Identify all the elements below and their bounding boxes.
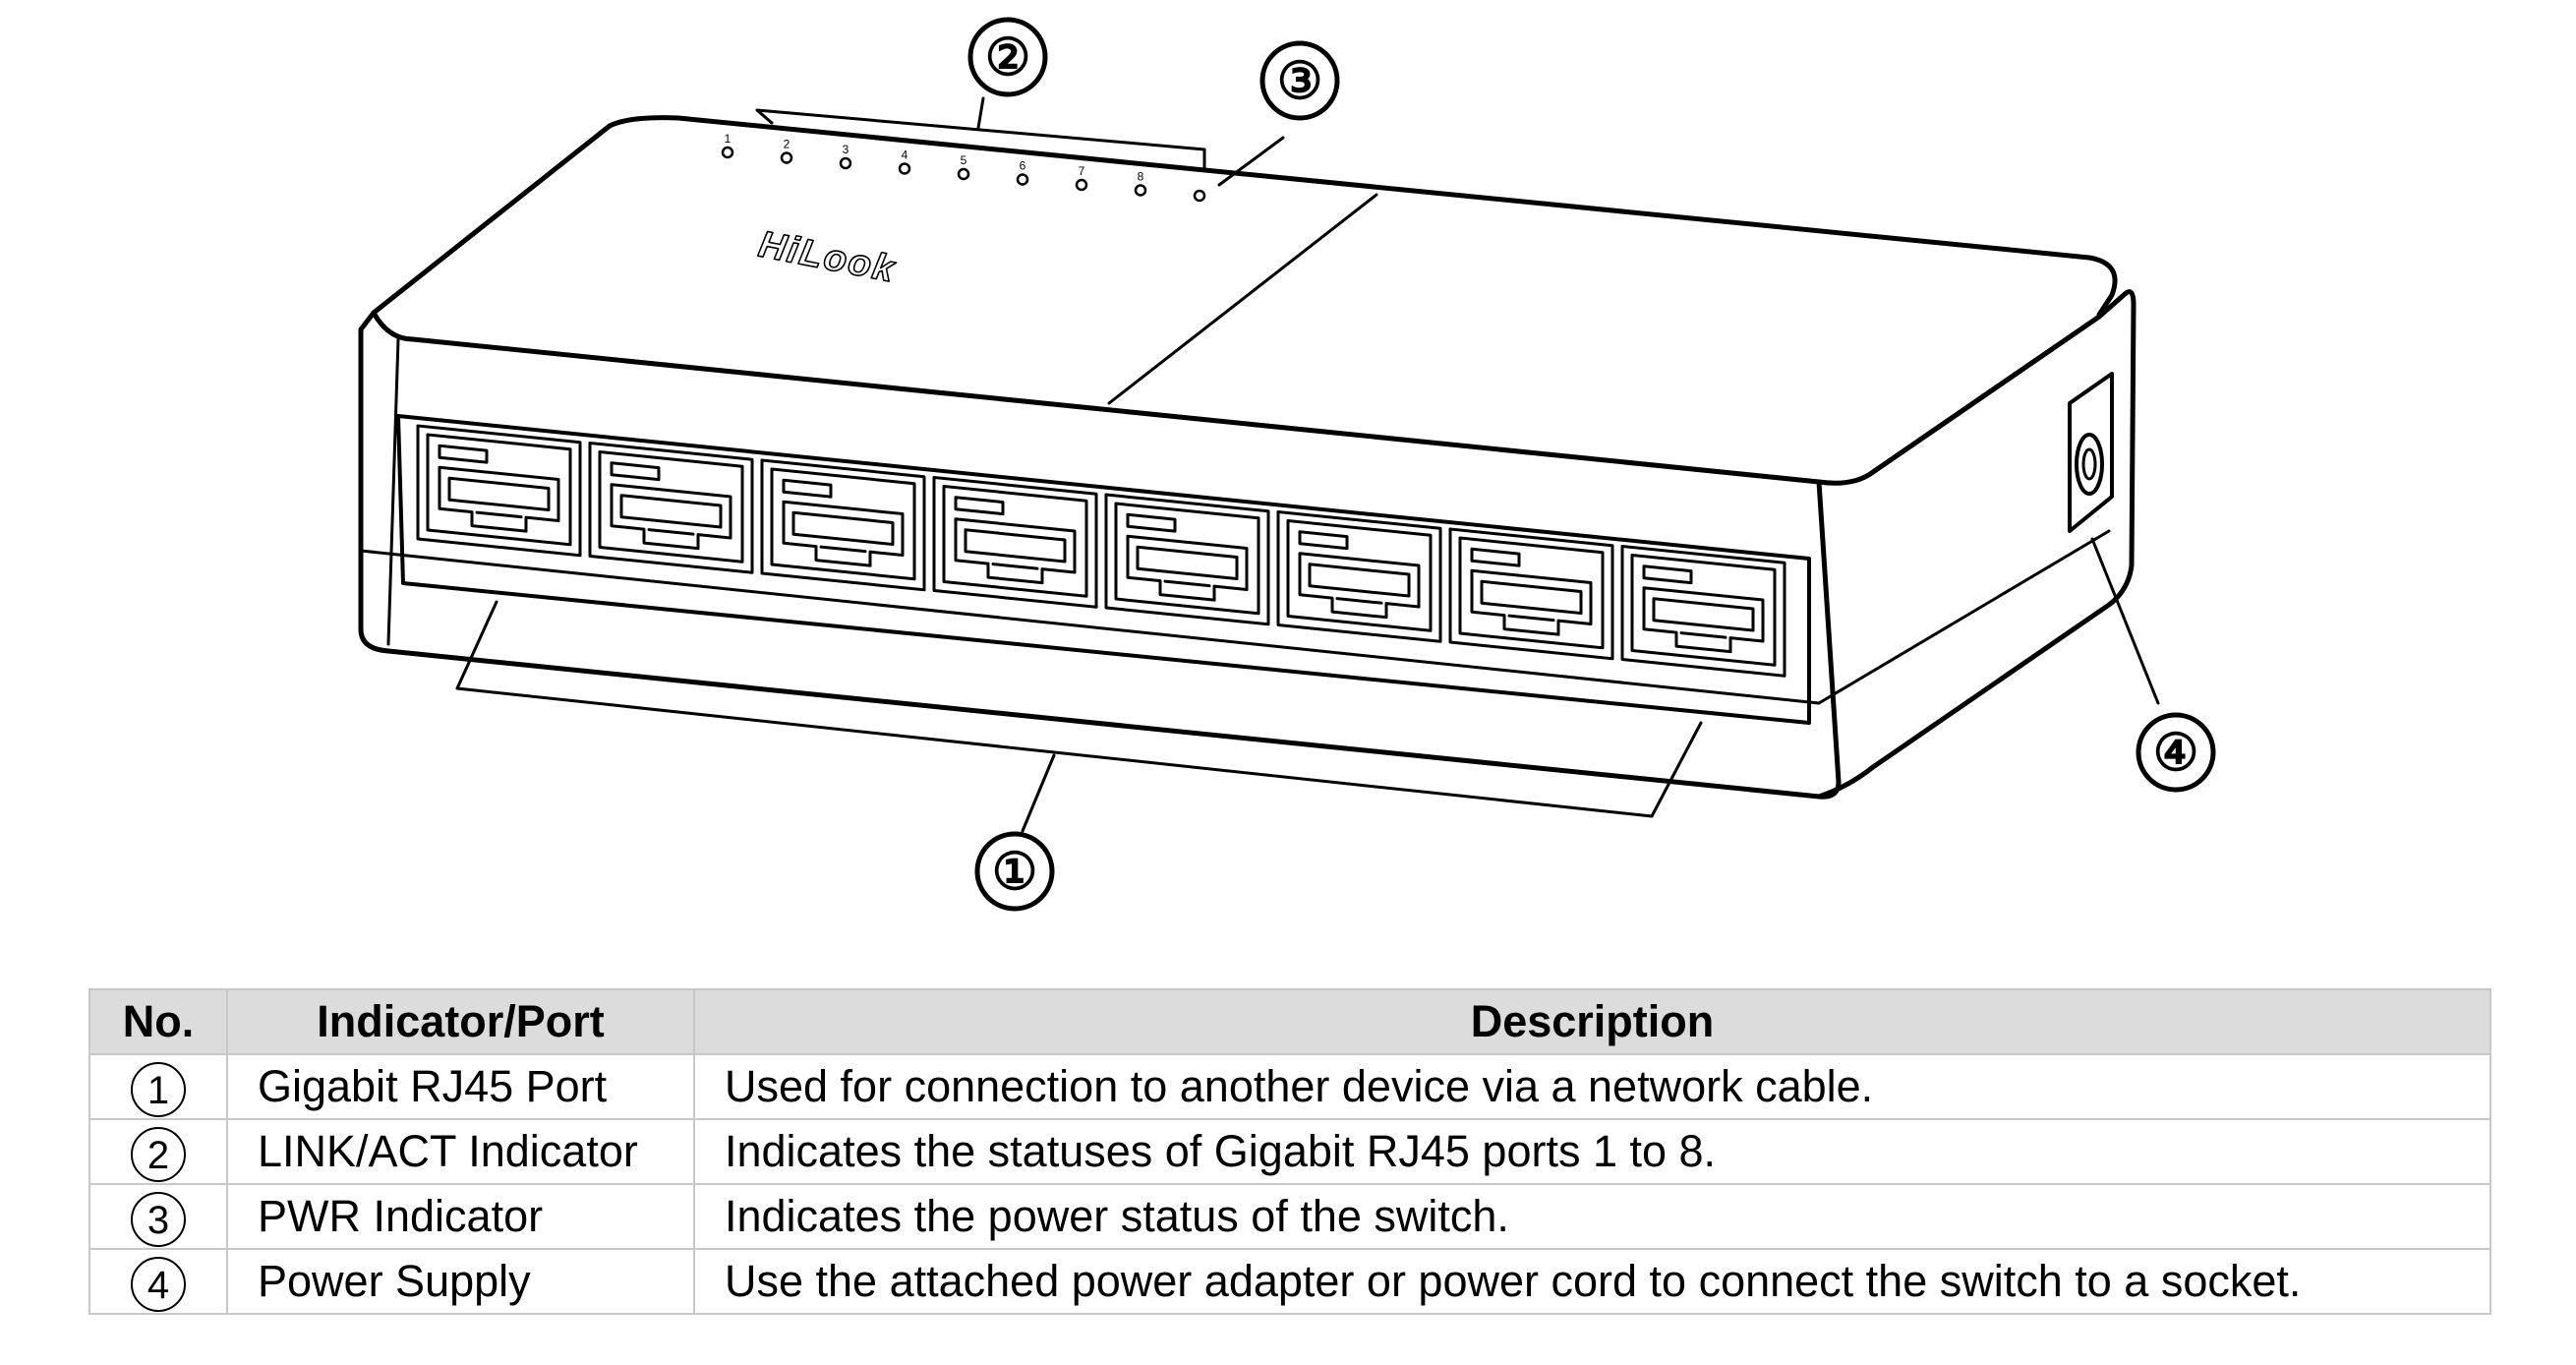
table-row: 3 PWR Indicator Indicates the power stat… [88, 1183, 2491, 1250]
brand-logo: HiLook [755, 224, 899, 291]
callout-2-marker: ② [967, 17, 1048, 97]
link-act-led-8 [1134, 184, 1147, 197]
power-socket-hole [2075, 433, 2104, 496]
row-number: 2 [88, 1118, 228, 1185]
table-header-row: No. Indicator/Port Description [88, 988, 2491, 1055]
callout-1-label: ① [992, 844, 1038, 901]
led-number-label: 8 [1138, 170, 1144, 184]
rj45-port-8 [1620, 544, 1786, 678]
led-number-label: 6 [1020, 159, 1026, 173]
link-act-led-4 [898, 162, 911, 175]
front-face-inner-edge [386, 337, 400, 646]
link-act-led-3 [839, 156, 852, 170]
rj45-port-1 [416, 424, 582, 558]
number-badge: 3 [131, 1192, 186, 1247]
front-bottom-edge [359, 549, 1821, 705]
header-no: No. [88, 988, 228, 1055]
table-row: 1 Gigabit RJ45 Port Used for connection … [88, 1053, 2491, 1120]
link-act-led-7 [1075, 178, 1088, 192]
row-description: Indicates the power status of the switch… [693, 1183, 2491, 1250]
callout-3-leader [1217, 136, 1285, 187]
link-act-led-2 [780, 151, 793, 164]
number-badge: 1 [131, 1062, 186, 1117]
callout-3-marker: ③ [1259, 40, 1340, 121]
row-port: LINK/ACT Indicator [226, 1118, 695, 1185]
switch-top-edge [371, 310, 2102, 486]
number-badge: 2 [131, 1127, 186, 1182]
row-port: PWR Indicator [226, 1183, 695, 1250]
led-number-label: 1 [725, 132, 732, 146]
led-number-label: 5 [961, 153, 967, 167]
top-panel-division [1107, 193, 1378, 405]
port-bay [396, 414, 1811, 725]
pwr-led [1193, 189, 1206, 203]
link-act-led-5 [957, 167, 970, 181]
row-description: Use the attached power adapter or power … [693, 1248, 2491, 1315]
rj45-port-4 [932, 475, 1098, 609]
rj45-port-3 [760, 458, 926, 592]
callout-3-label: ③ [1277, 53, 1323, 110]
switch-illustration: 1 2 3 4 5 6 7 8 HiLook ① ② ③ ④ [358, 17, 2216, 912]
callout-2-label: ② [985, 30, 1031, 87]
switch-top-panel [371, 115, 2118, 318]
row-number: 1 [88, 1053, 228, 1120]
callout-4-label: ④ [2153, 725, 2199, 782]
led-number-label: 3 [843, 143, 849, 156]
switch-front-face [358, 310, 1842, 800]
table-row: 2 LINK/ACT Indicator Indicates the statu… [88, 1118, 2491, 1185]
row-number: 3 [88, 1183, 228, 1250]
led-number-label: 4 [902, 148, 908, 162]
led-number-label: 2 [784, 138, 790, 151]
row-description: Used for connection to another device vi… [693, 1053, 2491, 1120]
rj45-port-5 [1104, 493, 1270, 626]
switch-right-side [1816, 289, 2137, 800]
callout-4-marker: ④ [2136, 712, 2216, 793]
link-act-led-1 [721, 146, 734, 159]
callout-4-leader [2090, 537, 2160, 705]
spec-table: No. Indicator/Port Description 1 Gigabit… [88, 988, 2491, 1315]
rj45-port-7 [1448, 527, 1614, 661]
link-act-led-6 [1016, 173, 1029, 186]
callout-2-bracket [755, 96, 1206, 169]
number-badge: 4 [131, 1257, 186, 1312]
table-row: 4 Power Supply Use the attached power ad… [88, 1248, 2491, 1315]
callout-1-marker: ① [974, 831, 1055, 912]
power-socket-frame [2068, 372, 2114, 533]
rj45-port-2 [588, 441, 754, 574]
header-indicator-port: Indicator/Port [226, 988, 695, 1055]
row-port: Power Supply [226, 1248, 695, 1315]
header-description: Description [693, 988, 2491, 1055]
row-port: Gigabit RJ45 Port [226, 1053, 695, 1120]
row-description: Indicates the statuses of Gigabit RJ45 p… [693, 1118, 2491, 1185]
callout-1-bracket [455, 600, 1703, 833]
side-bottom-edge [1817, 529, 2111, 705]
led-number-label: 7 [1079, 164, 1085, 178]
row-number: 4 [88, 1248, 228, 1315]
rj45-port-6 [1276, 509, 1442, 643]
